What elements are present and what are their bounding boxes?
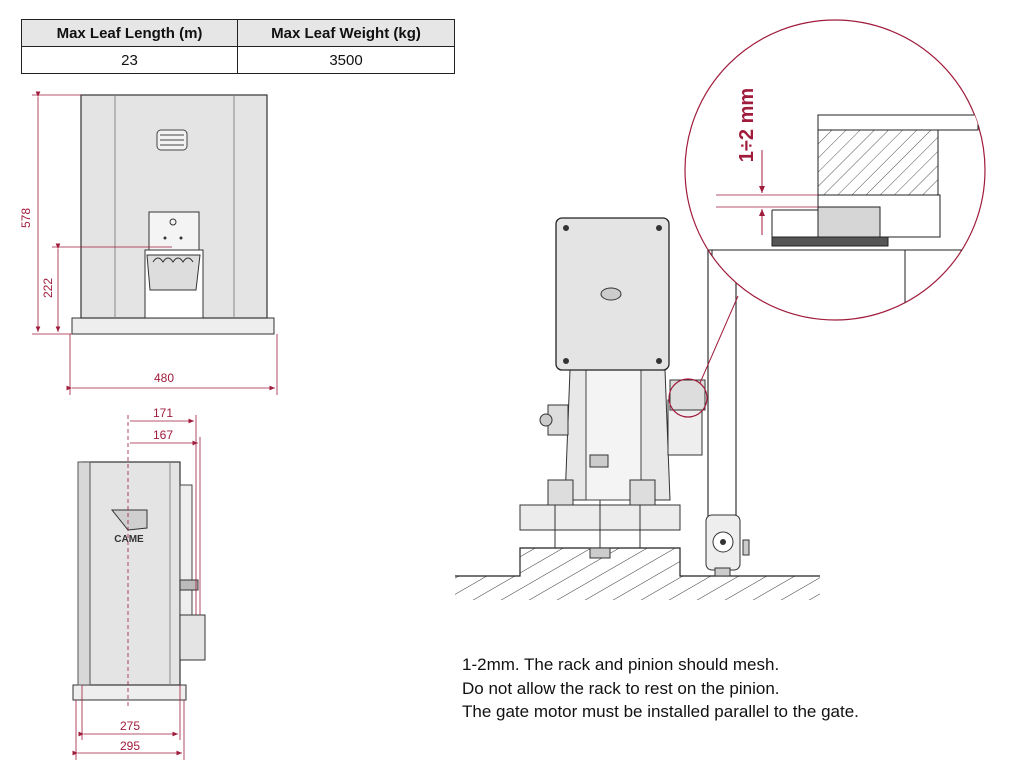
- value-max-leaf-length: 23: [21, 46, 238, 74]
- header-max-leaf-weight: Max Leaf Weight (kg): [237, 19, 455, 47]
- ground-hatch: [455, 548, 820, 600]
- value-max-leaf-weight: 3500: [237, 46, 455, 74]
- pinion-tooth-detail: [817, 206, 881, 238]
- dim-275-label: 275: [120, 719, 140, 733]
- vent-grille: [156, 129, 188, 151]
- front-base-plate: [71, 317, 275, 335]
- dim-171-label: 171: [153, 406, 173, 420]
- note-line-1: 1-2mm. The rack and pinion should mesh.: [462, 655, 780, 674]
- front-view: 578 222 480: [19, 91, 278, 395]
- rack: [669, 379, 706, 411]
- installation-notes: 1-2mm. The rack and pinion should mesh. …: [462, 653, 859, 724]
- spec-value-row: 23 3500: [21, 46, 455, 74]
- installation-view: [455, 217, 820, 600]
- detail-magnifier: 1÷2 mm: [684, 19, 986, 321]
- spec-header-row: Max Leaf Length (m) Max Leaf Weight (kg): [21, 19, 455, 47]
- side-view: CAME 171 167 275 295: [72, 406, 206, 760]
- rack-cross-section: [817, 129, 939, 196]
- spec-table: Max Leaf Length (m) Max Leaf Weight (kg)…: [21, 19, 455, 74]
- dim-295-label: 295: [120, 739, 140, 753]
- side-pinion-block: [179, 614, 206, 661]
- dim-167-label: 167: [153, 428, 173, 442]
- header-max-leaf-length: Max Leaf Length (m): [21, 19, 238, 47]
- control-box-logo: [600, 287, 622, 301]
- side-base-plate: [72, 684, 187, 701]
- side-brand-label: CAME: [114, 534, 144, 545]
- pinion-gear: [146, 254, 201, 291]
- came-logo-mark: [110, 509, 148, 531]
- dim-pinion-label: 222: [41, 278, 55, 298]
- detail-callout-circle: [668, 378, 708, 418]
- dim-width-label: 480: [154, 371, 174, 385]
- dim-height-label: 578: [19, 208, 33, 228]
- note-line-2: Do not allow the rack to rest on the pin…: [462, 678, 780, 698]
- side-motor-body: [81, 461, 181, 686]
- note-line-3: The gate motor must be installed paralle…: [462, 702, 859, 721]
- gap-label: 1÷2 mm: [736, 88, 758, 162]
